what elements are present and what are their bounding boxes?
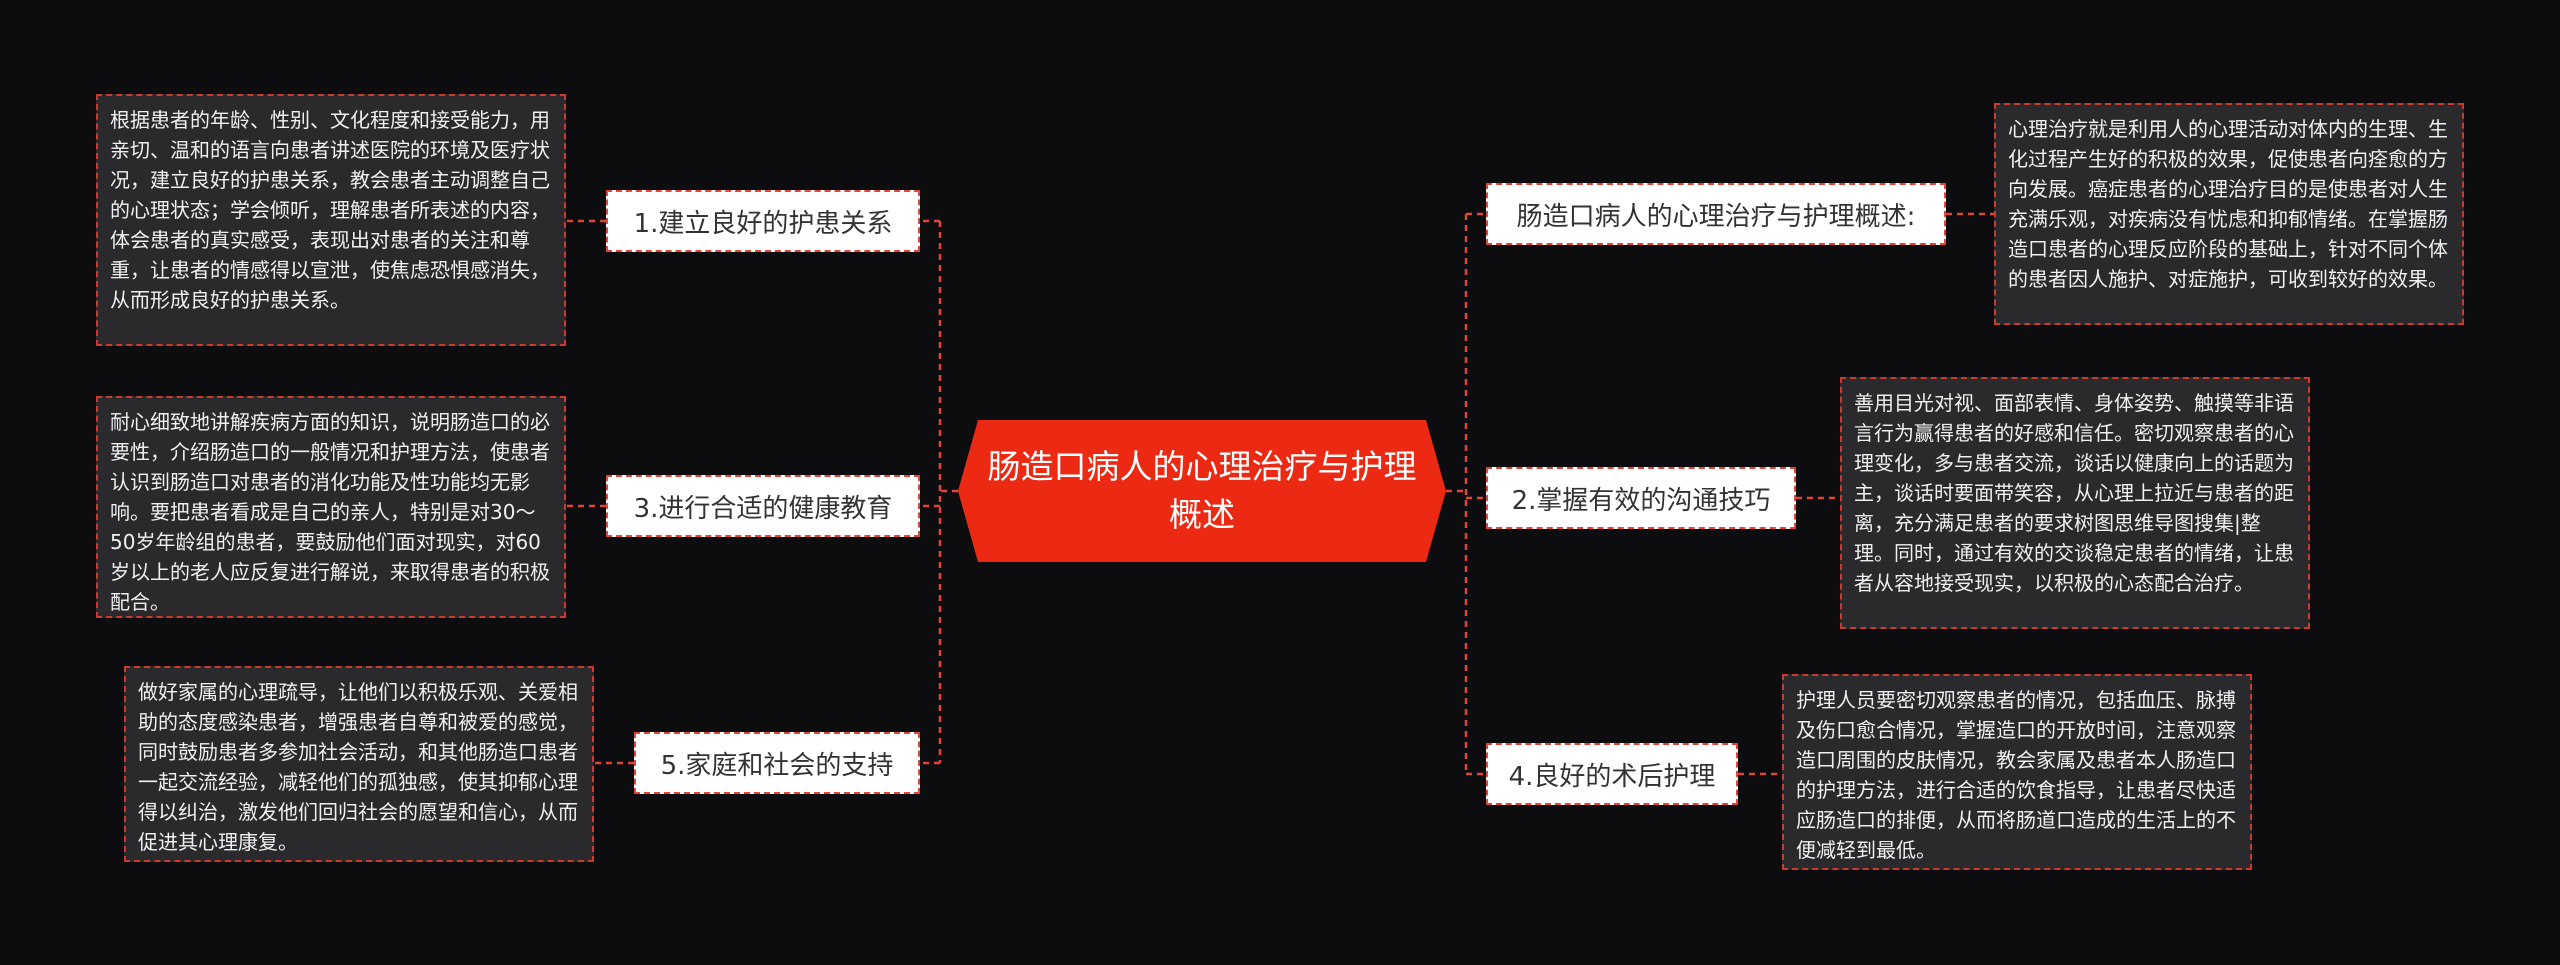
branch-family-support[interactable]: 5.家庭和社会的支持 (634, 732, 920, 794)
detail-postoperative-care: 护理人员要密切观察患者的情况，包括血压、脉搏及伤口愈合情况，掌握造口的开放时间，… (1782, 674, 2252, 870)
branch-label: 5.家庭和社会的支持 (660, 750, 894, 781)
branch-communication-skills[interactable]: 2.掌握有效的沟通技巧 (1486, 467, 1796, 529)
branch-label: 1.建立良好的护患关系 (633, 208, 893, 239)
detail-family-support: 做好家属的心理疏导，让他们以积极乐观、关爱相助的态度感染患者，增强患者自尊和被爱… (124, 666, 594, 862)
detail-establish-relationship: 根据患者的年龄、性别、文化程度和接受能力，用亲切、温和的语言向患者讲述医院的环境… (96, 94, 566, 346)
detail-text: 护理人员要密切观察患者的情况，包括血压、脉搏及伤口愈合情况，掌握造口的开放时间，… (1796, 688, 2236, 862)
branch-label: 4.良好的术后护理 (1508, 761, 1716, 792)
central-topic-title: 肠造口病人的心理治疗与护理概述 (987, 447, 1417, 534)
branch-postoperative-care[interactable]: 4.良好的术后护理 (1486, 743, 1738, 805)
branch-label: 肠造口病人的心理治疗与护理概述: (1516, 201, 1916, 232)
detail-communication-skills: 善用目光对视、面部表情、身体姿势、触摸等非语言行为赢得患者的好感和信任。密切观察… (1840, 377, 2310, 629)
detail-text: 善用目光对视、面部表情、身体姿势、触摸等非语言行为赢得患者的好感和信任。密切观察… (1854, 391, 2294, 595)
connector-left-trunk (938, 221, 958, 763)
detail-text: 做好家属的心理疏导，让他们以积极乐观、关爱相助的态度感染患者，增强患者自尊和被爱… (138, 680, 578, 854)
detail-text: 根据患者的年龄、性别、文化程度和接受能力，用亲切、温和的语言向患者讲述医院的环境… (110, 108, 550, 312)
branch-label: 2.掌握有效的沟通技巧 (1511, 485, 1771, 516)
detail-health-education: 耐心细致地讲解疾病方面的知识，说明肠造口的必要性，介绍肠造口的一般情况和护理方法… (96, 396, 566, 618)
central-topic[interactable]: 肠造口病人的心理治疗与护理概述 (958, 420, 1446, 562)
detail-text: 心理治疗就是利用人的心理活动对体内的生理、生化过程产生好的积极的效果，促使患者向… (2008, 117, 2448, 291)
branch-overview[interactable]: 肠造口病人的心理治疗与护理概述: (1486, 183, 1946, 245)
branch-health-education[interactable]: 3.进行合适的健康教育 (606, 475, 920, 537)
branch-establish-relationship[interactable]: 1.建立良好的护患关系 (606, 190, 920, 252)
connector-right-trunk (1446, 214, 1468, 774)
detail-overview: 心理治疗就是利用人的心理活动对体内的生理、生化过程产生好的积极的效果，促使患者向… (1994, 103, 2464, 325)
detail-text: 耐心细致地讲解疾病方面的知识，说明肠造口的必要性，介绍肠造口的一般情况和护理方法… (110, 410, 550, 614)
branch-label: 3.进行合适的健康教育 (633, 493, 893, 524)
